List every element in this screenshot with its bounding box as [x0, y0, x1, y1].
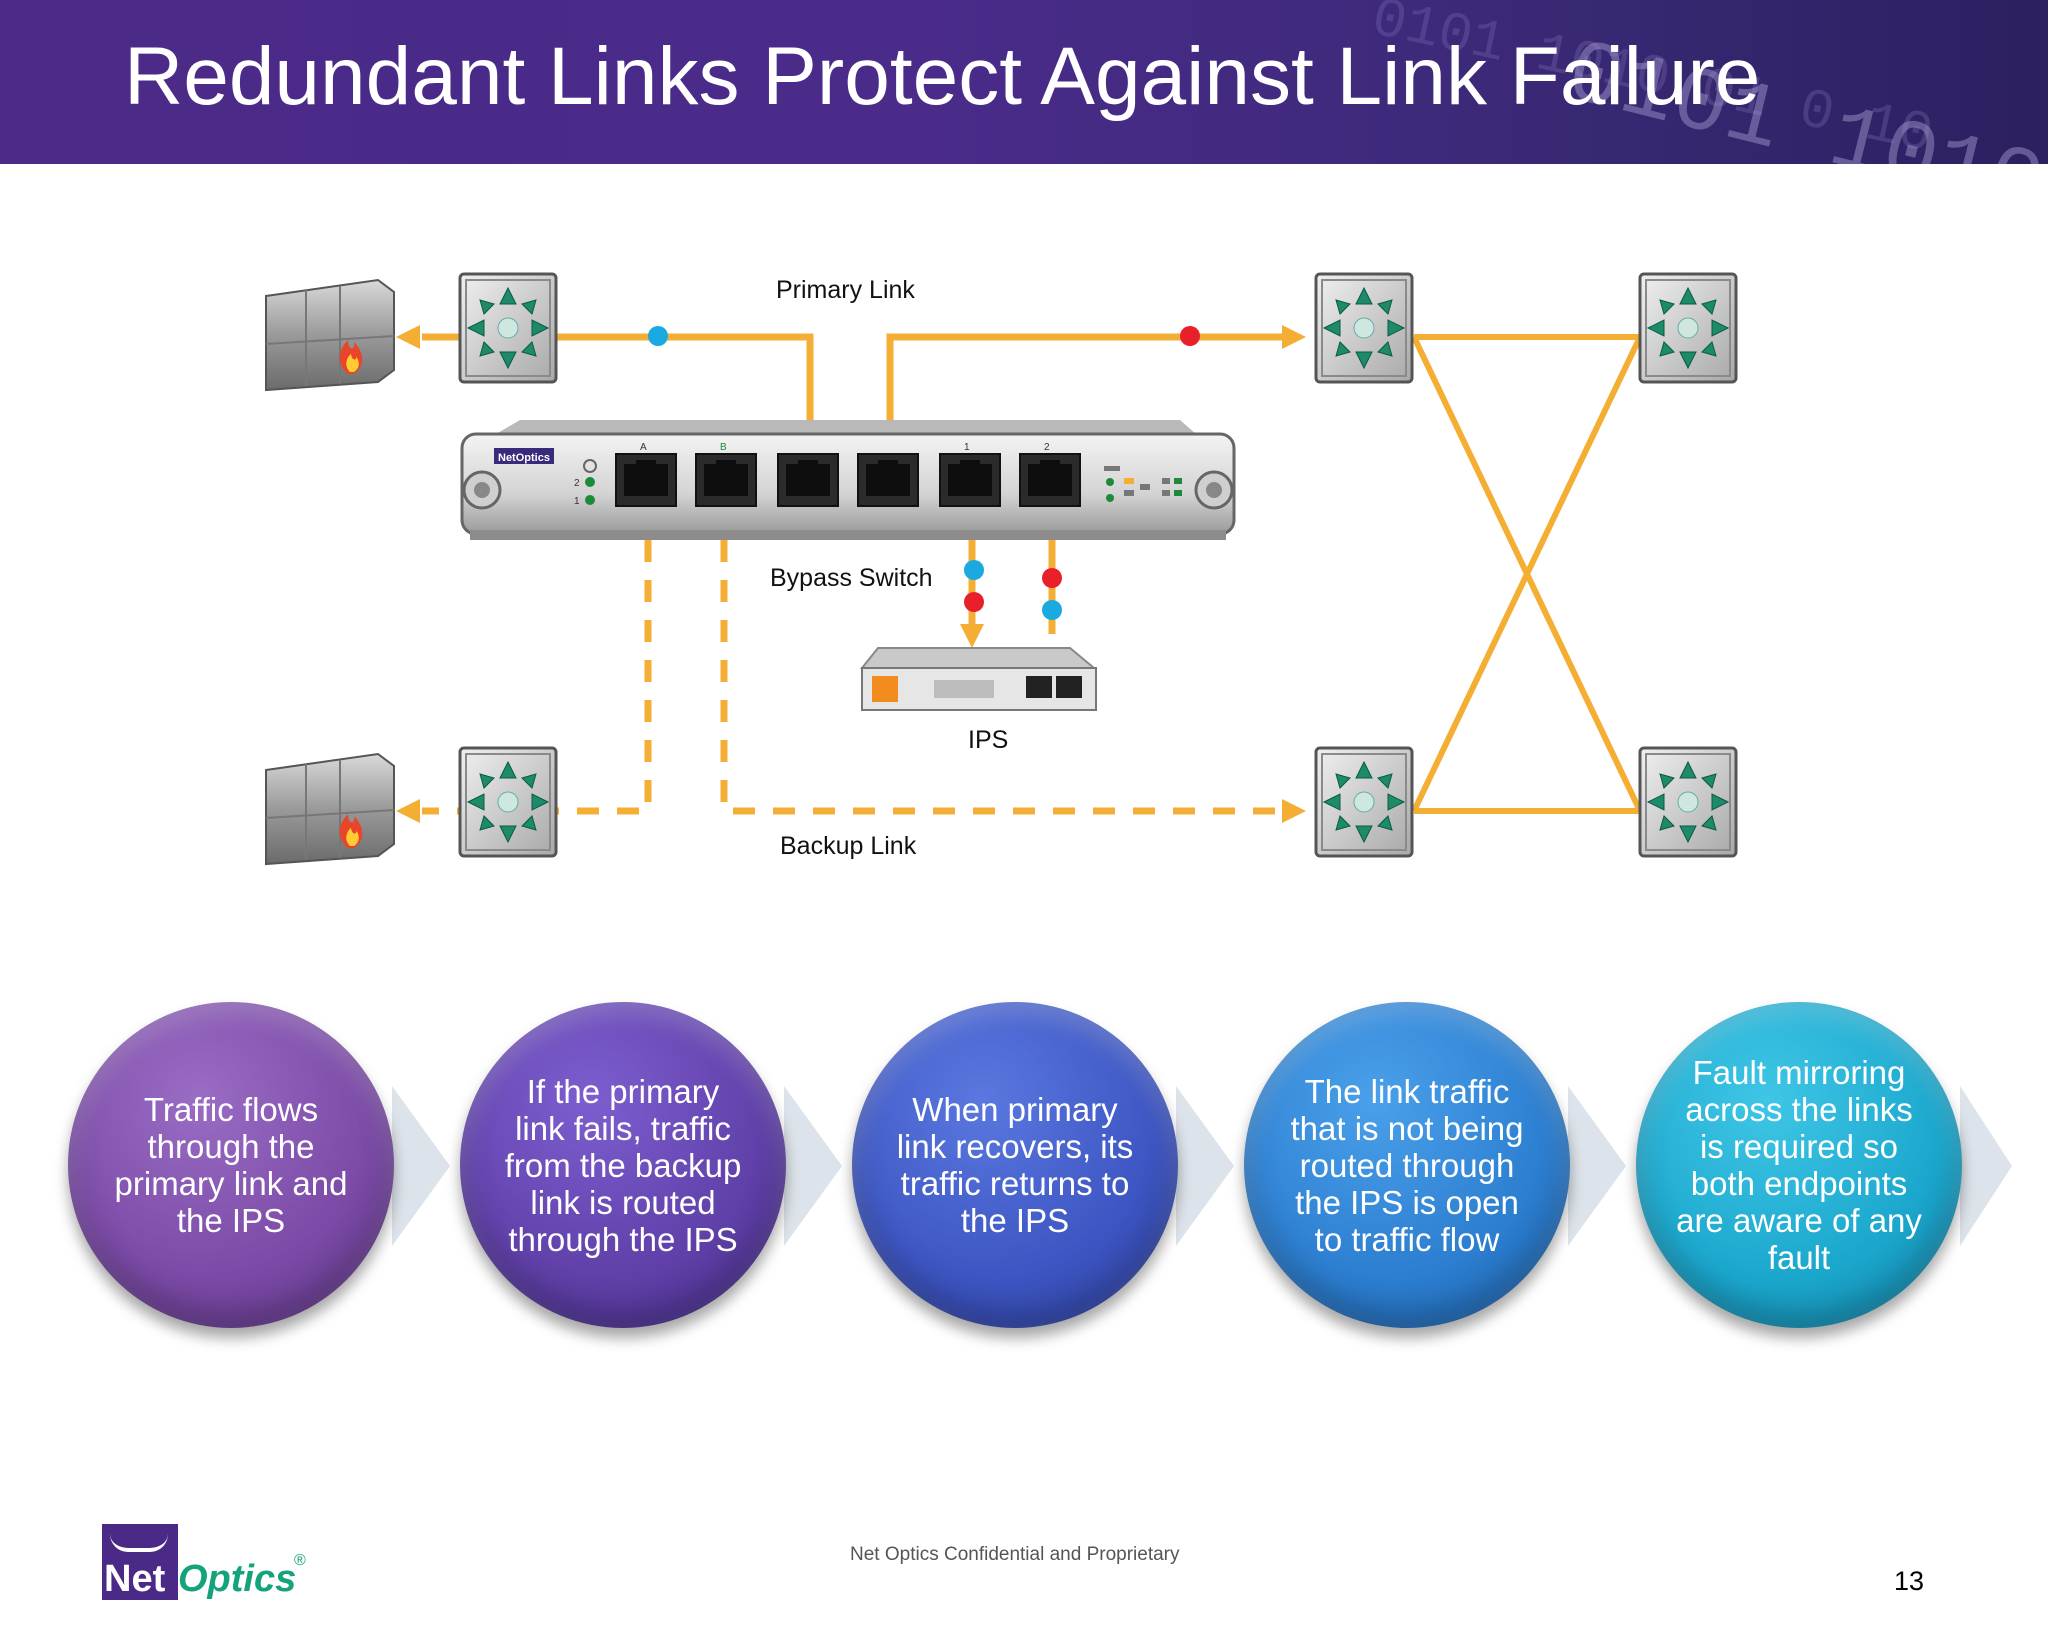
port-label-1: 1 — [964, 442, 970, 453]
page-number: 13 — [1894, 1566, 1925, 1596]
step-text-1: Traffic flows through the primary link a… — [114, 1091, 348, 1239]
step-text-4: The link traffic that is not being route… — [1290, 1072, 1524, 1258]
switch-top-mid-icon — [1314, 272, 1414, 384]
port-4 — [857, 453, 919, 507]
ips-label: IPS — [968, 726, 1009, 754]
switch-top-left-icon — [458, 272, 558, 384]
chevron-right-icon — [1960, 1086, 2012, 1246]
bypass-switch-label: Bypass Switch — [770, 564, 933, 592]
port-label-2: 2 — [1044, 442, 1050, 453]
binary-digits-decoration: 0101 1010 01 0 10 0101 1010 01 0 10 — [1366, 0, 2048, 164]
bypass-switch-device: NetOptics 2 1 A B 1 2 — [460, 420, 1236, 540]
backup-link-label: Backup Link — [780, 832, 917, 860]
title-bar: 0101 1010 01 0 10 0101 1010 01 0 10 Redu… — [0, 0, 2048, 164]
port-b — [695, 453, 757, 507]
blue-dot-primary — [648, 326, 668, 346]
red-dot-ips-right — [1042, 568, 1062, 588]
step-circle-5: Fault mirroring across the links is requ… — [1636, 1002, 1962, 1328]
blue-dot-ips-left — [964, 560, 984, 580]
step-circle-1: Traffic flows through the primary link a… — [68, 1002, 394, 1328]
port-1 — [939, 453, 1001, 507]
logo-optics-text: Optics — [178, 1558, 297, 1600]
chevron-right-icon — [784, 1086, 842, 1246]
step-circle-2: If the primary link fails, traffic from … — [460, 1002, 786, 1328]
logo-net-text: Net — [104, 1558, 166, 1600]
led-label-1: 1 — [574, 496, 580, 507]
step-text-5: Fault mirroring across the links is requ… — [1676, 1054, 1922, 1276]
cross-links — [1411, 334, 1643, 814]
page-title: Redundant Links Protect Against Link Fai… — [124, 31, 1761, 122]
switch-top-right-icon — [1638, 272, 1738, 384]
chevron-right-icon — [392, 1086, 450, 1246]
led-label-2: 2 — [574, 478, 580, 489]
chevron-right-icon — [1176, 1086, 1234, 1246]
step-circle-3: When primary link recovers, its traffic … — [852, 1002, 1178, 1328]
step-text-3: When primary link recovers, its traffic … — [896, 1091, 1134, 1239]
bypass-brand: NetOptics — [498, 452, 550, 464]
red-dot-primary — [1180, 326, 1200, 346]
chevron-right-icon — [1568, 1086, 1626, 1246]
red-dot-ips-left — [964, 592, 984, 612]
port-3 — [777, 453, 839, 507]
switch-bottom-left-icon — [458, 746, 558, 858]
port-label-a: A — [640, 442, 647, 453]
switch-bottom-mid-icon — [1314, 746, 1414, 858]
net-optics-logo: Net Optics ® — [102, 1524, 312, 1604]
confidential-notice: Net Optics Confidential and Proprietary — [850, 1544, 1180, 1565]
step-circle-4: The link traffic that is not being route… — [1244, 1002, 1570, 1328]
logo-registered-mark: ® — [294, 1552, 306, 1569]
port-a — [615, 453, 677, 507]
switch-bottom-right-icon — [1638, 746, 1738, 858]
ips-device — [859, 647, 1097, 711]
step-text-2: If the primary link fails, traffic from … — [504, 1072, 742, 1258]
port-label-b: B — [720, 442, 727, 453]
firewall-top-icon — [265, 279, 395, 391]
primary-link-label: Primary Link — [776, 276, 915, 304]
blue-dot-ips-right — [1042, 600, 1062, 620]
port-2 — [1019, 453, 1081, 507]
firewall-bottom-icon — [265, 753, 395, 865]
